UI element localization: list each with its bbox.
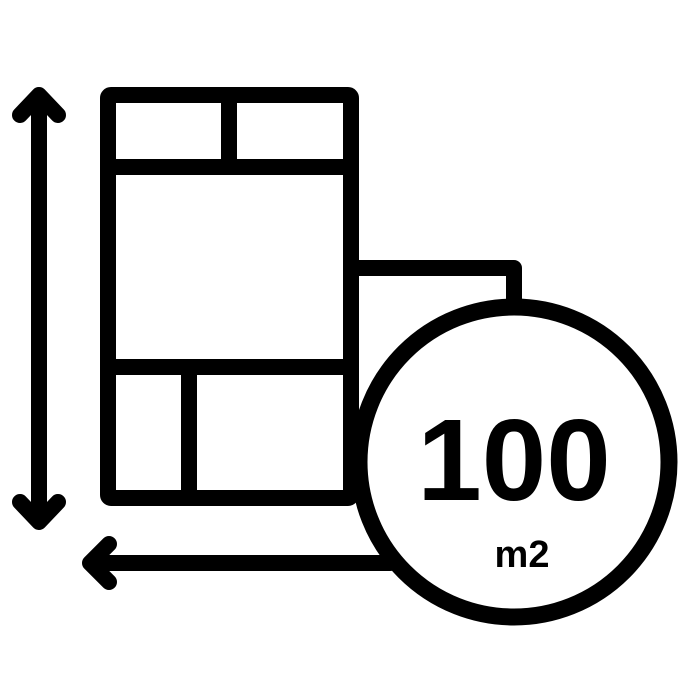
annex-room-icon xyxy=(343,260,522,308)
vertical-dimension-arrow-icon xyxy=(12,87,66,530)
area-unit: m2 xyxy=(495,534,550,576)
floor-plan-building-icon xyxy=(100,87,359,506)
area-badge: 100 m2 xyxy=(350,298,678,626)
horizontal-dimension-arrow-icon xyxy=(82,536,398,590)
area-value: 100 xyxy=(417,395,611,525)
